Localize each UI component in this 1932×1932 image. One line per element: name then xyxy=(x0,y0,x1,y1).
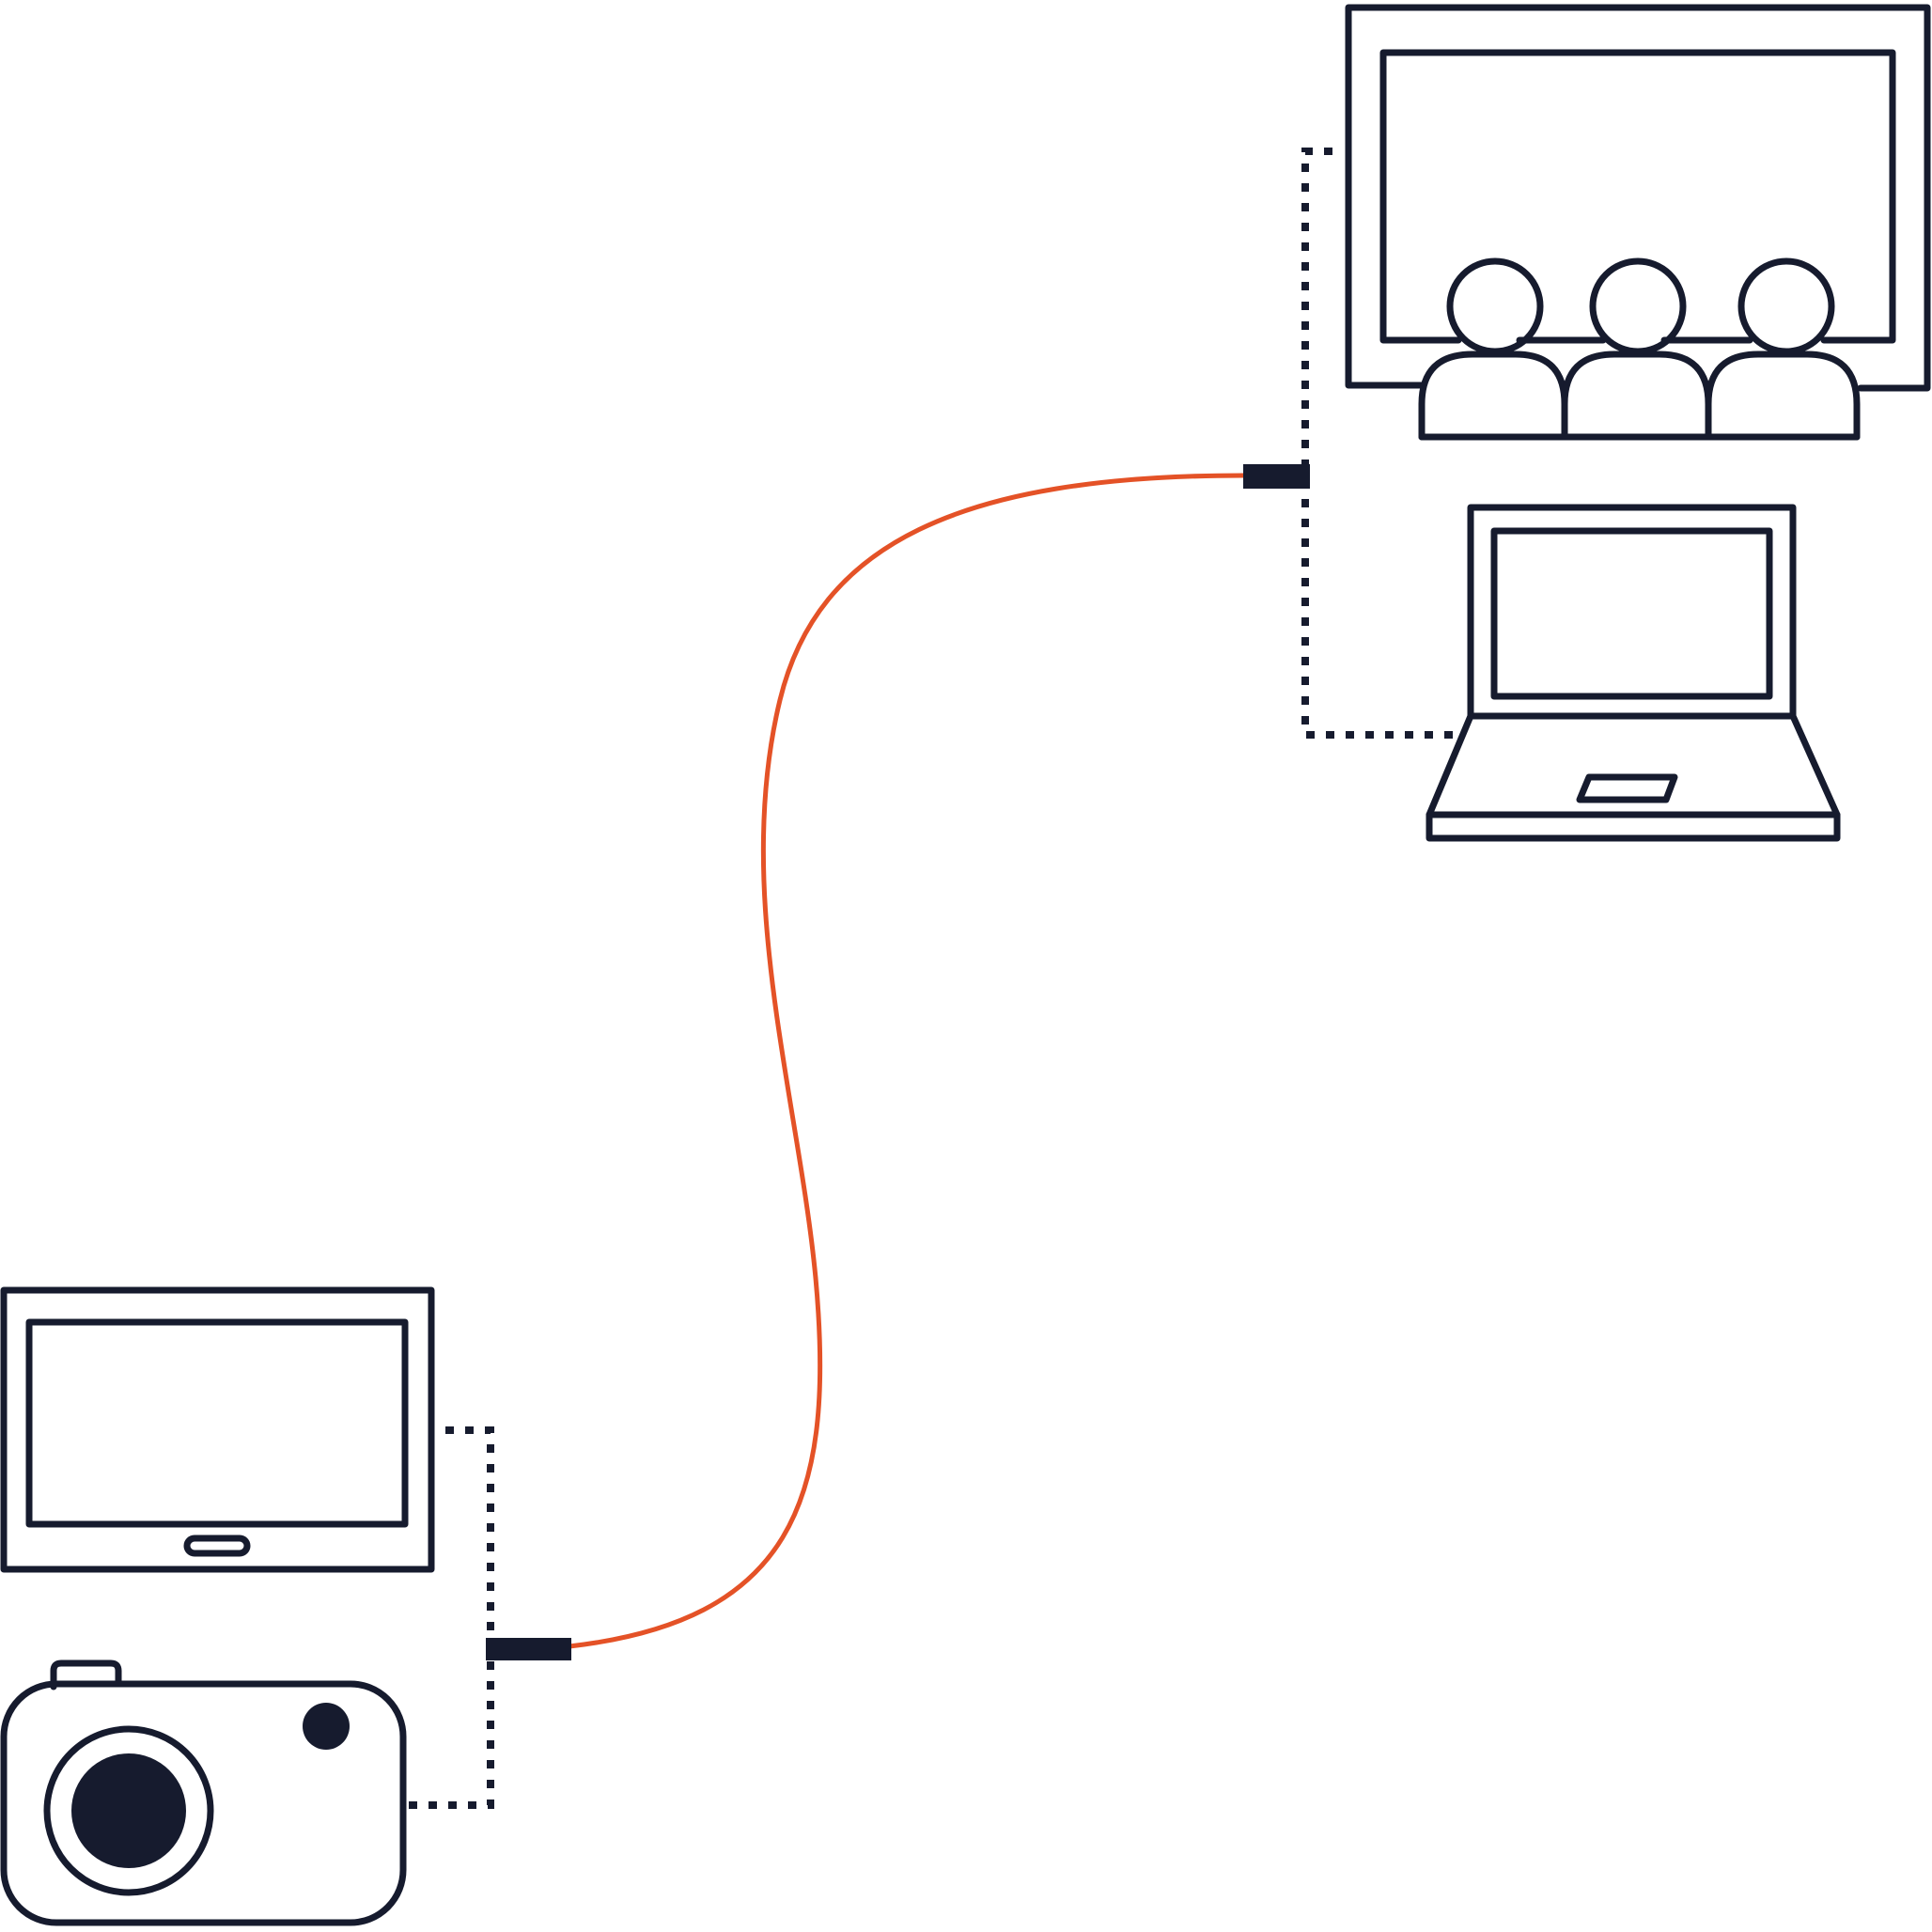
camera-lens xyxy=(71,1753,186,1868)
camera-lens-ring xyxy=(43,1725,214,1896)
audience-head-center xyxy=(1589,257,1687,355)
connector-plug-top xyxy=(1243,464,1310,489)
dotted-connector-line xyxy=(407,1426,494,1809)
screen-inner-panel xyxy=(1379,49,1896,344)
presentation-screen-audience-icon xyxy=(1345,4,1931,441)
laptop-touchpad xyxy=(1576,773,1678,803)
audience-head-right xyxy=(1737,257,1835,355)
tablet-icon xyxy=(0,1286,435,1573)
tablet-body xyxy=(0,1286,435,1573)
audience-body-right xyxy=(1705,351,1861,441)
camera-body xyxy=(0,1680,407,1926)
dotted-connector-line xyxy=(1301,148,1461,739)
laptop-lid xyxy=(1467,504,1797,720)
laptop-icon xyxy=(1426,504,1841,842)
audience-body-left xyxy=(1418,351,1568,441)
screen-outer-frame xyxy=(1345,4,1931,392)
laptop-screen xyxy=(1490,527,1773,700)
camera-shutter-button xyxy=(50,1659,122,1690)
camera-icon xyxy=(0,1659,407,1926)
tablet-screen xyxy=(25,1318,409,1528)
laptop-base xyxy=(1426,811,1841,842)
camera-flash xyxy=(303,1703,350,1750)
audience-body-center xyxy=(1561,351,1712,441)
tablet-home-button xyxy=(183,1535,251,1557)
connector-plug-bottom xyxy=(486,1638,571,1660)
orange-cable-line xyxy=(569,473,1244,1649)
audience-head-left xyxy=(1446,257,1544,355)
